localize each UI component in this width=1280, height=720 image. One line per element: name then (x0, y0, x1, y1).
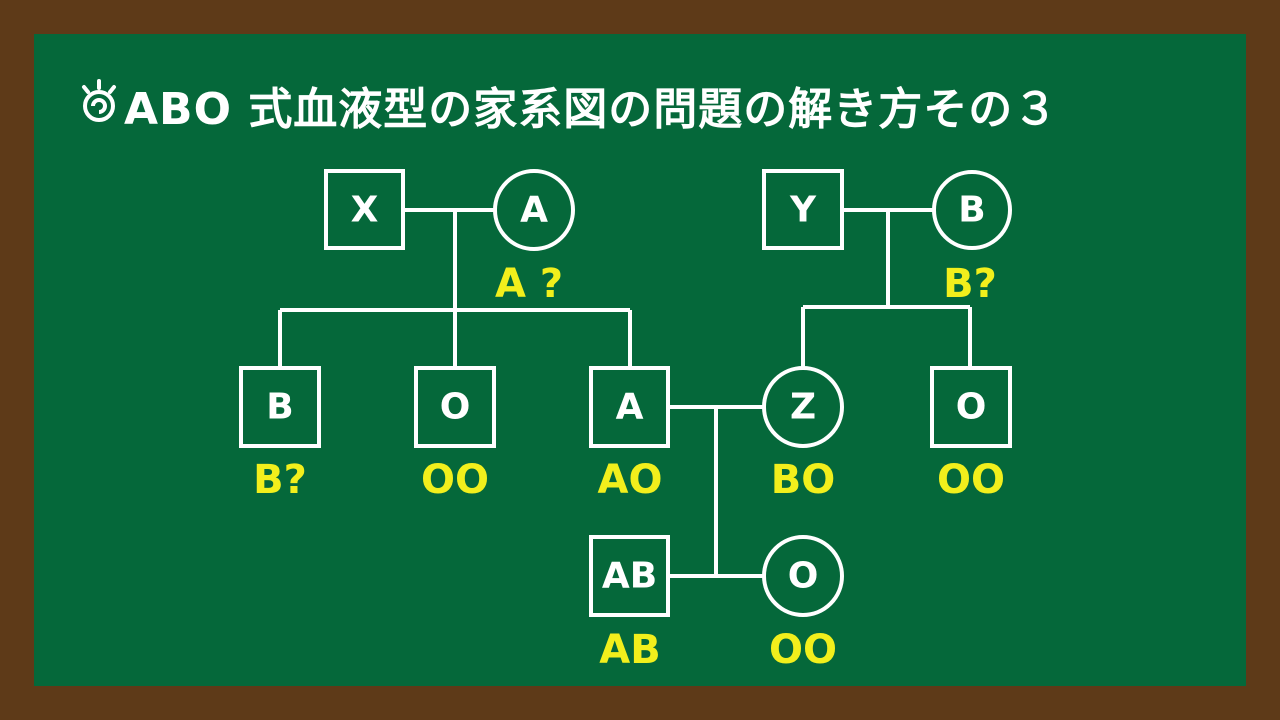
genotype-label: OO (769, 627, 837, 673)
individual-label: Y (789, 190, 817, 231)
page-title: ABO 式血液型の家系図の問題の解き方その３ (78, 78, 1058, 138)
male-square (930, 366, 1012, 448)
individual-label: B (958, 190, 985, 231)
pedigree-lines (278, 208, 972, 578)
genotype-label: BO (771, 457, 836, 503)
individual-child-b: B B? (239, 366, 321, 503)
individual-label: O (788, 556, 819, 597)
male-square (239, 366, 321, 448)
individual-x: X (324, 169, 405, 250)
genotype-label: AO (598, 457, 663, 503)
individual-y-child-o: O OO (930, 366, 1012, 503)
male-square (762, 169, 844, 250)
title-text: ABO 式血液型の家系図の問題の解き方その３ (124, 84, 1059, 135)
female-circle (762, 535, 844, 617)
individual-grandchild-o: O OO (762, 535, 844, 673)
genotype-label: B? (943, 261, 997, 307)
genotype-label: B? (253, 457, 307, 503)
individual-label: A (616, 387, 644, 428)
male-square (589, 366, 670, 448)
individual-z: Z BO (762, 366, 844, 503)
female-circle (932, 170, 1012, 250)
genotype-label: OO (937, 457, 1005, 503)
lightbulb-icon (78, 79, 120, 141)
female-circle (493, 169, 575, 251)
individual-b-mother: B B? (932, 170, 1012, 307)
male-square (324, 169, 405, 250)
individual-grandchild-ab: AB AB (589, 535, 670, 673)
individual-label: AB (602, 556, 657, 597)
individual-a-mother: A A ? (493, 169, 575, 307)
individual-label: A (520, 190, 548, 231)
individual-y: Y (762, 169, 844, 250)
genotype-label: AB (599, 627, 660, 673)
male-square (589, 535, 670, 617)
male-square (414, 366, 496, 448)
individual-label: O (440, 387, 471, 428)
individual-child-a: A AO (589, 366, 670, 503)
genotype-label: OO (421, 457, 489, 503)
female-circle (762, 366, 844, 448)
individual-label: X (351, 190, 379, 231)
individual-label: Z (790, 387, 816, 428)
individual-label: O (956, 387, 987, 428)
individual-label: B (266, 387, 293, 428)
individual-child-o: O OO (414, 366, 496, 503)
genotype-label: A ? (495, 261, 563, 307)
chalkboard (34, 34, 1246, 686)
